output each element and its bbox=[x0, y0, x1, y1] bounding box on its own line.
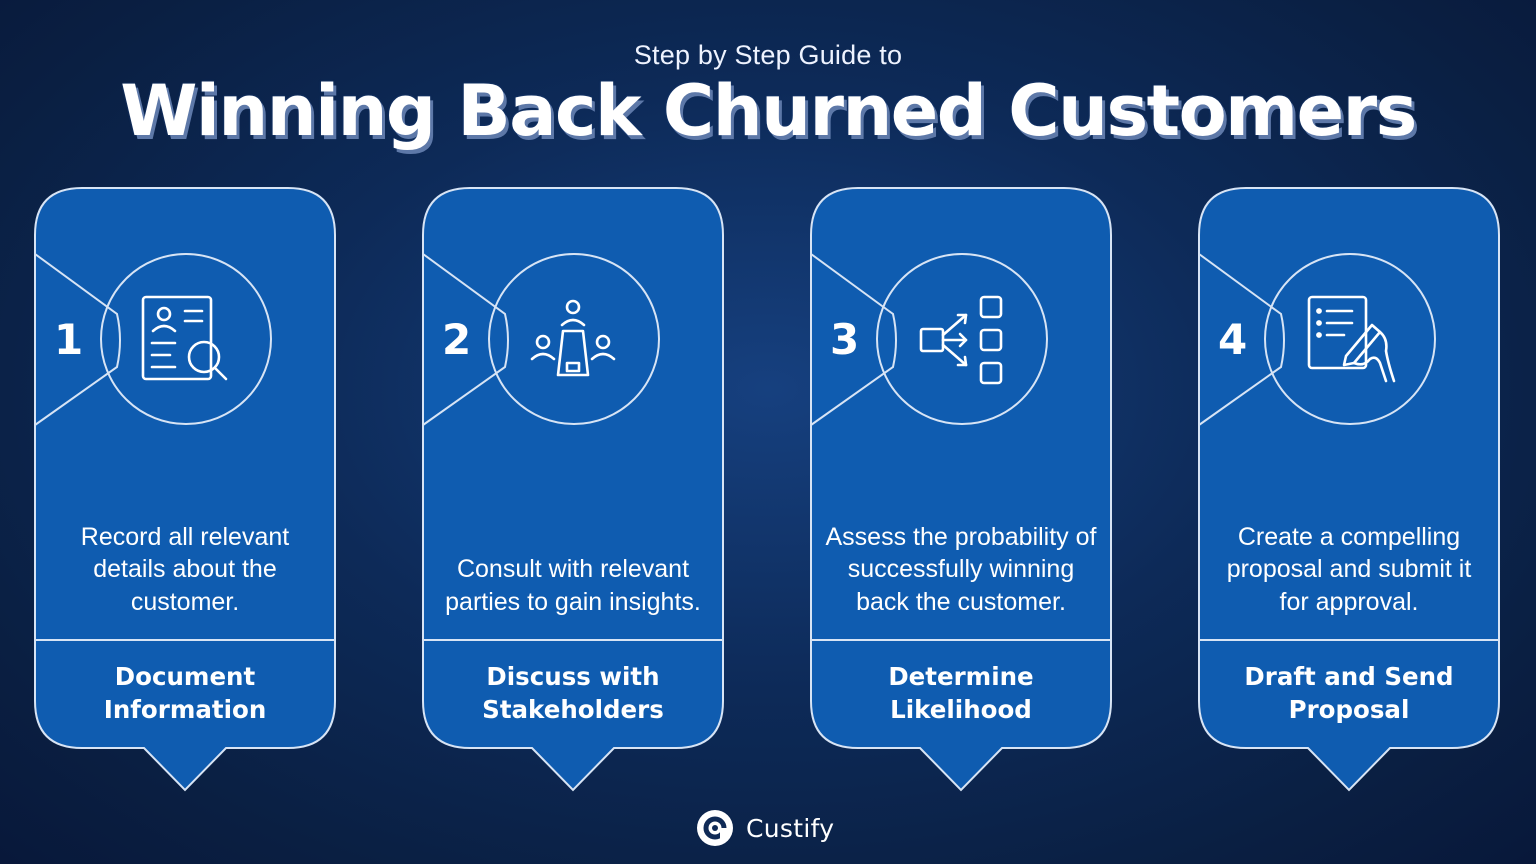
step-description: Assess the probability of successfully w… bbox=[825, 522, 1097, 616]
page-title: Winning Back Churned Customers bbox=[120, 70, 1417, 152]
step-card-3: 3 Assess the probability of successfully… bbox=[810, 187, 1112, 792]
card-shape bbox=[810, 187, 1112, 792]
card-shape bbox=[34, 187, 336, 792]
step-number: 3 bbox=[830, 315, 860, 364]
step-label: Determine Likelihood bbox=[888, 662, 1034, 724]
document-search-icon bbox=[130, 259, 290, 419]
step-description: Consult with relevant parties to gain in… bbox=[445, 555, 701, 616]
step-number: 1 bbox=[54, 315, 84, 364]
step-number: 2 bbox=[442, 315, 472, 364]
step-card-2: 2 Consult with relevant parties to gain … bbox=[422, 187, 724, 792]
meeting-table-icon bbox=[518, 259, 678, 419]
step-card-4: 4 Create a compelling proposal and submi… bbox=[1198, 187, 1500, 792]
document-sign-icon bbox=[1294, 259, 1454, 419]
brand: Custify bbox=[696, 808, 834, 848]
subtitle: Step by Step Guide to bbox=[633, 40, 903, 70]
brand-name: Custify bbox=[746, 813, 835, 843]
step-label: Draft and Send Proposal bbox=[1244, 662, 1454, 724]
custify-logo-icon bbox=[697, 810, 733, 846]
step-label: Document Information bbox=[103, 662, 267, 724]
card-shape bbox=[422, 187, 724, 792]
step-label: Discuss with Stakeholders bbox=[482, 662, 664, 724]
decision-branches-icon bbox=[906, 259, 1066, 419]
step-description: Create a compelling proposal and submit … bbox=[1226, 522, 1472, 616]
step-description: Record all relevant details about the cu… bbox=[80, 522, 290, 616]
card-shape bbox=[1198, 187, 1500, 792]
step-number: 4 bbox=[1218, 315, 1248, 364]
step-card-1: 1 Record all relevant details about the … bbox=[34, 187, 336, 792]
